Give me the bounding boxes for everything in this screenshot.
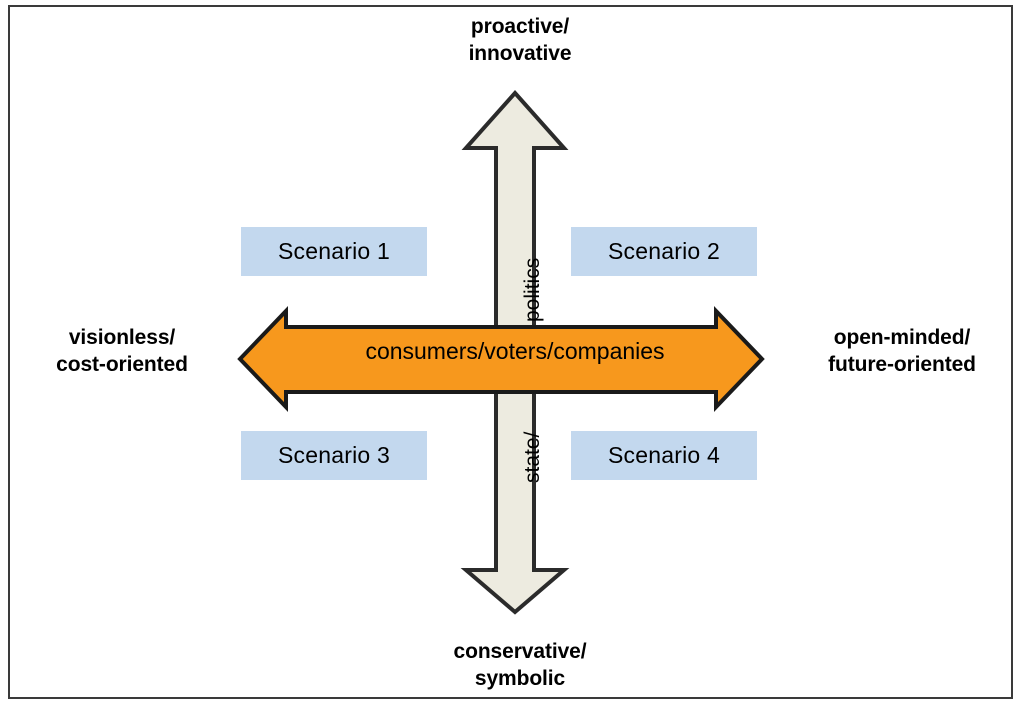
scenario-box-3[interactable]: Scenario 3: [241, 431, 427, 480]
horizontal-double-arrow: [237, 306, 765, 412]
vertical-arrow-label-state: state/: [521, 431, 544, 483]
axis-label-top: proactive/ innovative: [468, 15, 572, 65]
scenario-box-4[interactable]: Scenario 4: [571, 431, 757, 480]
axis-label-right: open-minded/ future-oriented: [828, 326, 976, 376]
axis-label-left: visionless/ cost-oriented: [56, 326, 188, 376]
axis-label-bottom: conservative/ symbolic: [453, 640, 587, 690]
scenario-box-2[interactable]: Scenario 2: [571, 227, 757, 276]
vertical-arrow-label-politics: politics: [521, 257, 544, 322]
scenario-box-1[interactable]: Scenario 1: [241, 227, 427, 276]
horizontal-arrow-label: consumers/voters/companies: [365, 338, 665, 364]
